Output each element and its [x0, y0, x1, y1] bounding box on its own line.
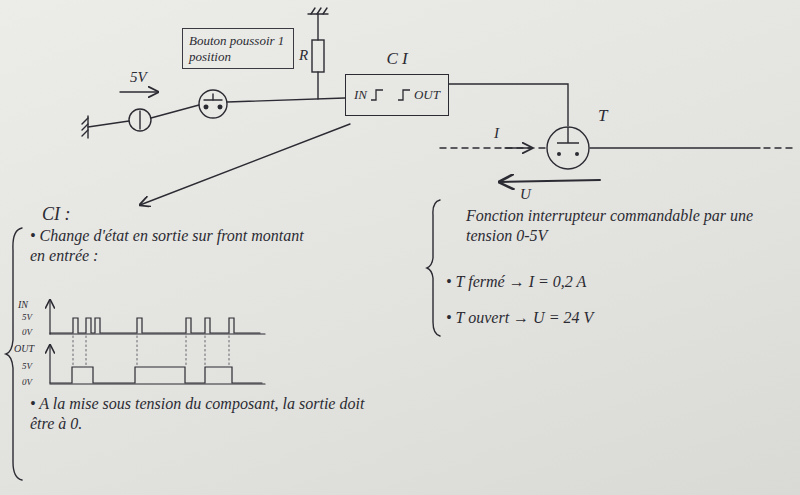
note-text: I	[494, 124, 499, 143]
note-text: OUT	[14, 343, 34, 356]
box-text: Bouton poussoir 1 position	[189, 33, 287, 64]
wire	[227, 98, 345, 102]
wire	[449, 84, 568, 126]
switch-symbol	[546, 126, 590, 170]
push-button-symbol	[199, 90, 227, 118]
note-text: U	[520, 185, 531, 204]
label-box: Bouton poussoir 1 position	[182, 28, 294, 69]
voltage-source	[120, 92, 158, 131]
switch-circle: T	[546, 126, 590, 170]
ic-heading: C I	[346, 49, 448, 69]
timing-diagram	[50, 300, 265, 384]
rising-edge-symbol	[397, 88, 411, 102]
note-text: CI :	[42, 203, 71, 226]
note-text: 5V	[130, 68, 147, 87]
load-wire	[440, 148, 796, 182]
note-text: 0V	[22, 377, 32, 388]
note-text: IN	[18, 299, 28, 312]
note-text: • T ouvert → U = 24 V	[446, 308, 593, 328]
ic-box: C IINOUT	[345, 74, 449, 116]
leader-arrow	[140, 124, 350, 205]
note-text: • Change d'état en sortie sur front mont…	[30, 226, 310, 266]
pin-name: IN	[354, 87, 367, 103]
resistor-symbol	[308, 8, 328, 99]
note-text: • T fermé → I = 0,2 A	[446, 272, 586, 292]
note-text: • A la mise sous tension du composant, l…	[30, 394, 390, 434]
pin-name: OUT	[414, 87, 440, 103]
rising-edge-symbol	[370, 88, 384, 102]
note-text: Fonction interrupteur commandable par un…	[466, 206, 761, 246]
brace	[427, 200, 440, 336]
wire	[151, 105, 199, 118]
ground-symbol	[82, 116, 129, 138]
switch-name: T	[598, 106, 607, 126]
note-text: R	[299, 46, 308, 65]
note-text: 0V	[22, 327, 32, 338]
note-text: 5V	[22, 361, 32, 372]
note-text: 5V	[22, 312, 32, 323]
